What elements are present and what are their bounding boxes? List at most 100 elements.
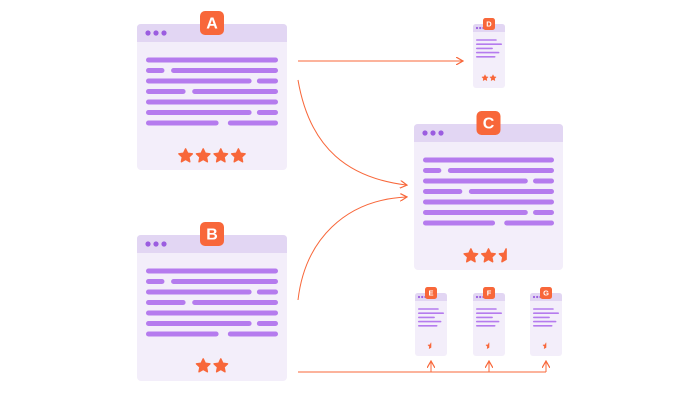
text-lines xyxy=(476,39,502,58)
text-line xyxy=(447,168,554,173)
text-line xyxy=(192,89,278,94)
text-line xyxy=(146,268,278,274)
text-line xyxy=(256,321,278,326)
text-line xyxy=(256,78,278,84)
card-label: C xyxy=(483,116,495,133)
text-line xyxy=(418,308,439,310)
card-a: A xyxy=(137,11,287,170)
star-icon xyxy=(481,248,496,263)
text-line xyxy=(476,312,502,314)
star-rating xyxy=(427,342,432,349)
text-line xyxy=(146,78,252,84)
text-line xyxy=(533,320,557,323)
card-badge: E xyxy=(425,287,437,299)
window-dots-icon xyxy=(145,241,167,247)
half-star-icon xyxy=(485,342,490,349)
connectors xyxy=(297,61,546,373)
text-line xyxy=(256,289,278,295)
text-line xyxy=(476,316,493,319)
star-icon xyxy=(195,148,211,163)
window-body xyxy=(137,235,287,381)
text-line xyxy=(476,56,496,58)
text-line xyxy=(418,320,442,323)
text-line xyxy=(423,178,528,184)
card-badge: B xyxy=(200,222,224,246)
card-label: G xyxy=(543,289,549,298)
star-icon xyxy=(195,358,211,373)
card-label: D xyxy=(486,20,492,29)
text-lines xyxy=(146,57,278,126)
star-icon xyxy=(489,74,497,81)
star-icon xyxy=(178,148,194,163)
text-line xyxy=(171,68,278,73)
text-line xyxy=(146,321,252,326)
text-line xyxy=(146,57,278,63)
card-label: F xyxy=(487,289,492,298)
card-badge: C xyxy=(476,111,501,135)
card-badge: D xyxy=(483,18,495,30)
card-badge: G xyxy=(540,287,552,299)
text-lines xyxy=(533,308,559,327)
text-line xyxy=(418,325,438,327)
card-c: C xyxy=(414,111,563,270)
text-lines xyxy=(476,308,502,327)
half-star-icon xyxy=(427,342,432,349)
text-line xyxy=(476,320,500,323)
text-line xyxy=(423,157,554,163)
text-line xyxy=(476,51,500,54)
text-line xyxy=(533,308,554,310)
text-line xyxy=(533,210,554,215)
card-g: G xyxy=(530,287,562,356)
text-line xyxy=(146,89,186,94)
star-rating xyxy=(463,248,507,263)
card-e: E xyxy=(415,287,447,356)
text-line xyxy=(476,325,496,327)
text-line xyxy=(227,120,278,126)
text-line xyxy=(146,331,219,337)
text-line xyxy=(146,68,165,73)
text-line xyxy=(146,279,165,284)
card-f: F xyxy=(473,287,505,356)
text-line xyxy=(146,99,278,105)
star-rating xyxy=(485,342,490,349)
text-line xyxy=(423,199,554,205)
text-line xyxy=(423,189,463,194)
card-d: D xyxy=(473,18,505,88)
text-line xyxy=(171,279,278,284)
text-line xyxy=(418,312,444,314)
window-dots-icon xyxy=(145,30,167,36)
window-body xyxy=(414,124,563,270)
star-icon xyxy=(213,148,229,163)
arrow-b-to-c xyxy=(297,197,406,301)
text-line xyxy=(256,110,278,115)
text-lines xyxy=(146,268,278,337)
text-line xyxy=(476,47,493,50)
card-label: A xyxy=(206,16,218,33)
star-icon xyxy=(481,74,489,81)
half-star-icon xyxy=(498,248,507,263)
star-icon xyxy=(463,248,479,263)
text-line xyxy=(533,312,559,314)
text-lines xyxy=(418,308,444,327)
star-rating xyxy=(178,148,246,163)
arrow-a-to-c xyxy=(297,79,406,185)
text-line xyxy=(146,289,252,295)
text-line xyxy=(423,210,528,215)
text-line xyxy=(504,220,554,226)
text-line xyxy=(146,300,186,305)
text-line xyxy=(146,110,252,115)
card-badge: A xyxy=(200,11,224,35)
text-lines xyxy=(423,157,554,226)
card-label: E xyxy=(428,289,433,298)
star-rating xyxy=(481,74,497,81)
text-line xyxy=(533,316,550,319)
star-rating xyxy=(542,342,547,349)
card-label: B xyxy=(206,227,218,244)
text-line xyxy=(227,331,278,337)
text-line xyxy=(192,300,278,305)
text-line xyxy=(146,120,219,126)
card-b: B xyxy=(137,222,287,381)
text-line xyxy=(533,325,553,327)
text-line xyxy=(423,220,496,226)
